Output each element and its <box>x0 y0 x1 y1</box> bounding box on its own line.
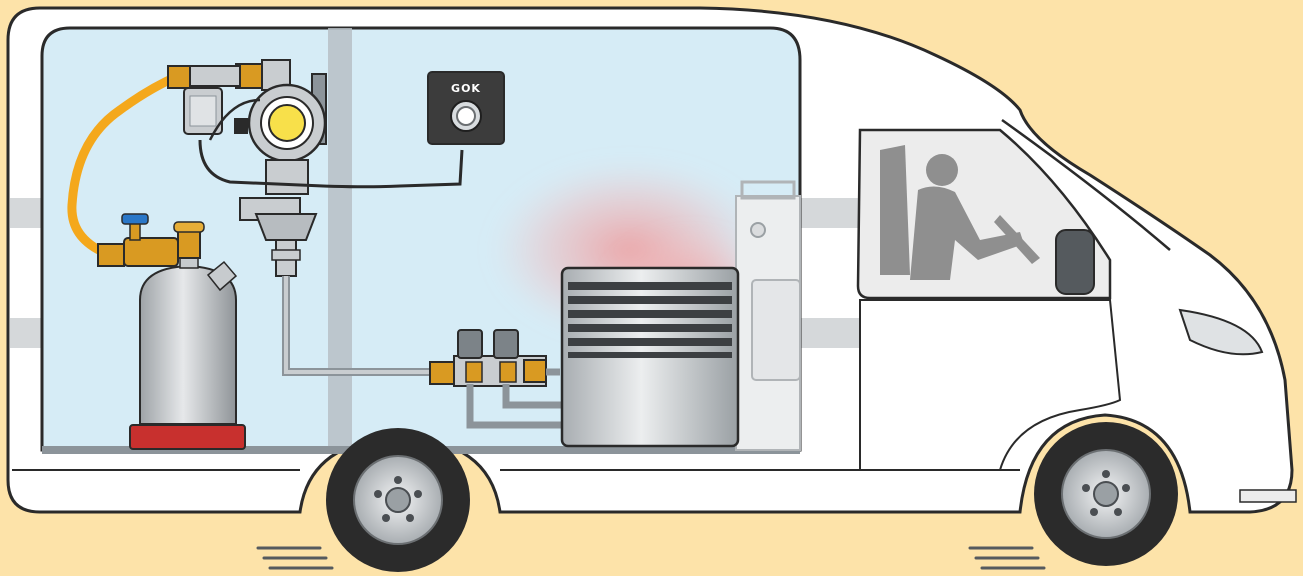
heater-icon <box>562 268 738 446</box>
side-mirror <box>1056 230 1094 294</box>
control-box: GOK <box>428 72 504 144</box>
stove-icon <box>736 182 800 450</box>
control-box-label: GOK <box>451 82 481 95</box>
wall-post <box>328 28 352 450</box>
reset-button <box>457 107 475 125</box>
rear-wheel <box>326 428 470 572</box>
gas-cylinder-icon <box>130 254 245 449</box>
front-wheel <box>1034 422 1178 566</box>
crash-sensor-icon <box>269 105 305 141</box>
